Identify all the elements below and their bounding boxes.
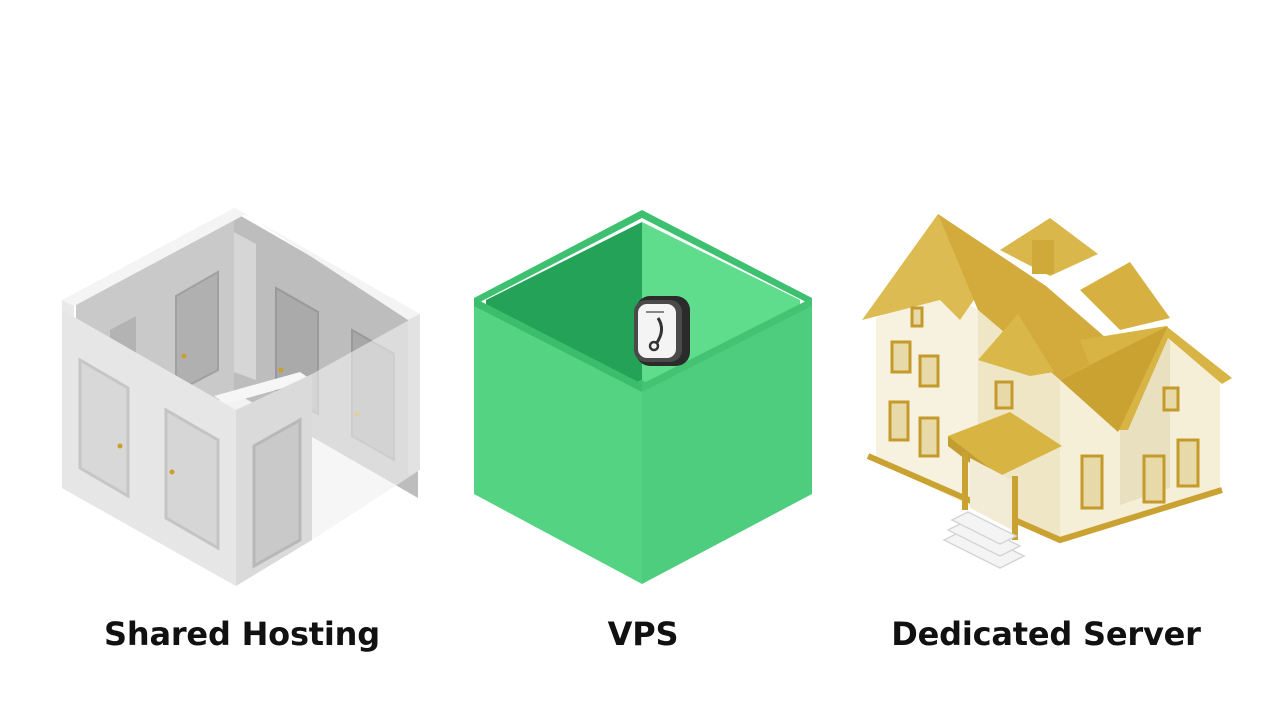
dedicated-server-illustration <box>862 214 1232 569</box>
dedicated-server-label: Dedicated Server <box>891 615 1201 653</box>
shared-hosting-illustration <box>62 208 420 586</box>
shared-hosting-label: Shared Hosting <box>104 615 380 653</box>
vps-label: VPS <box>607 615 679 653</box>
gauge-icon <box>634 296 690 366</box>
vps-illustration <box>474 210 812 584</box>
